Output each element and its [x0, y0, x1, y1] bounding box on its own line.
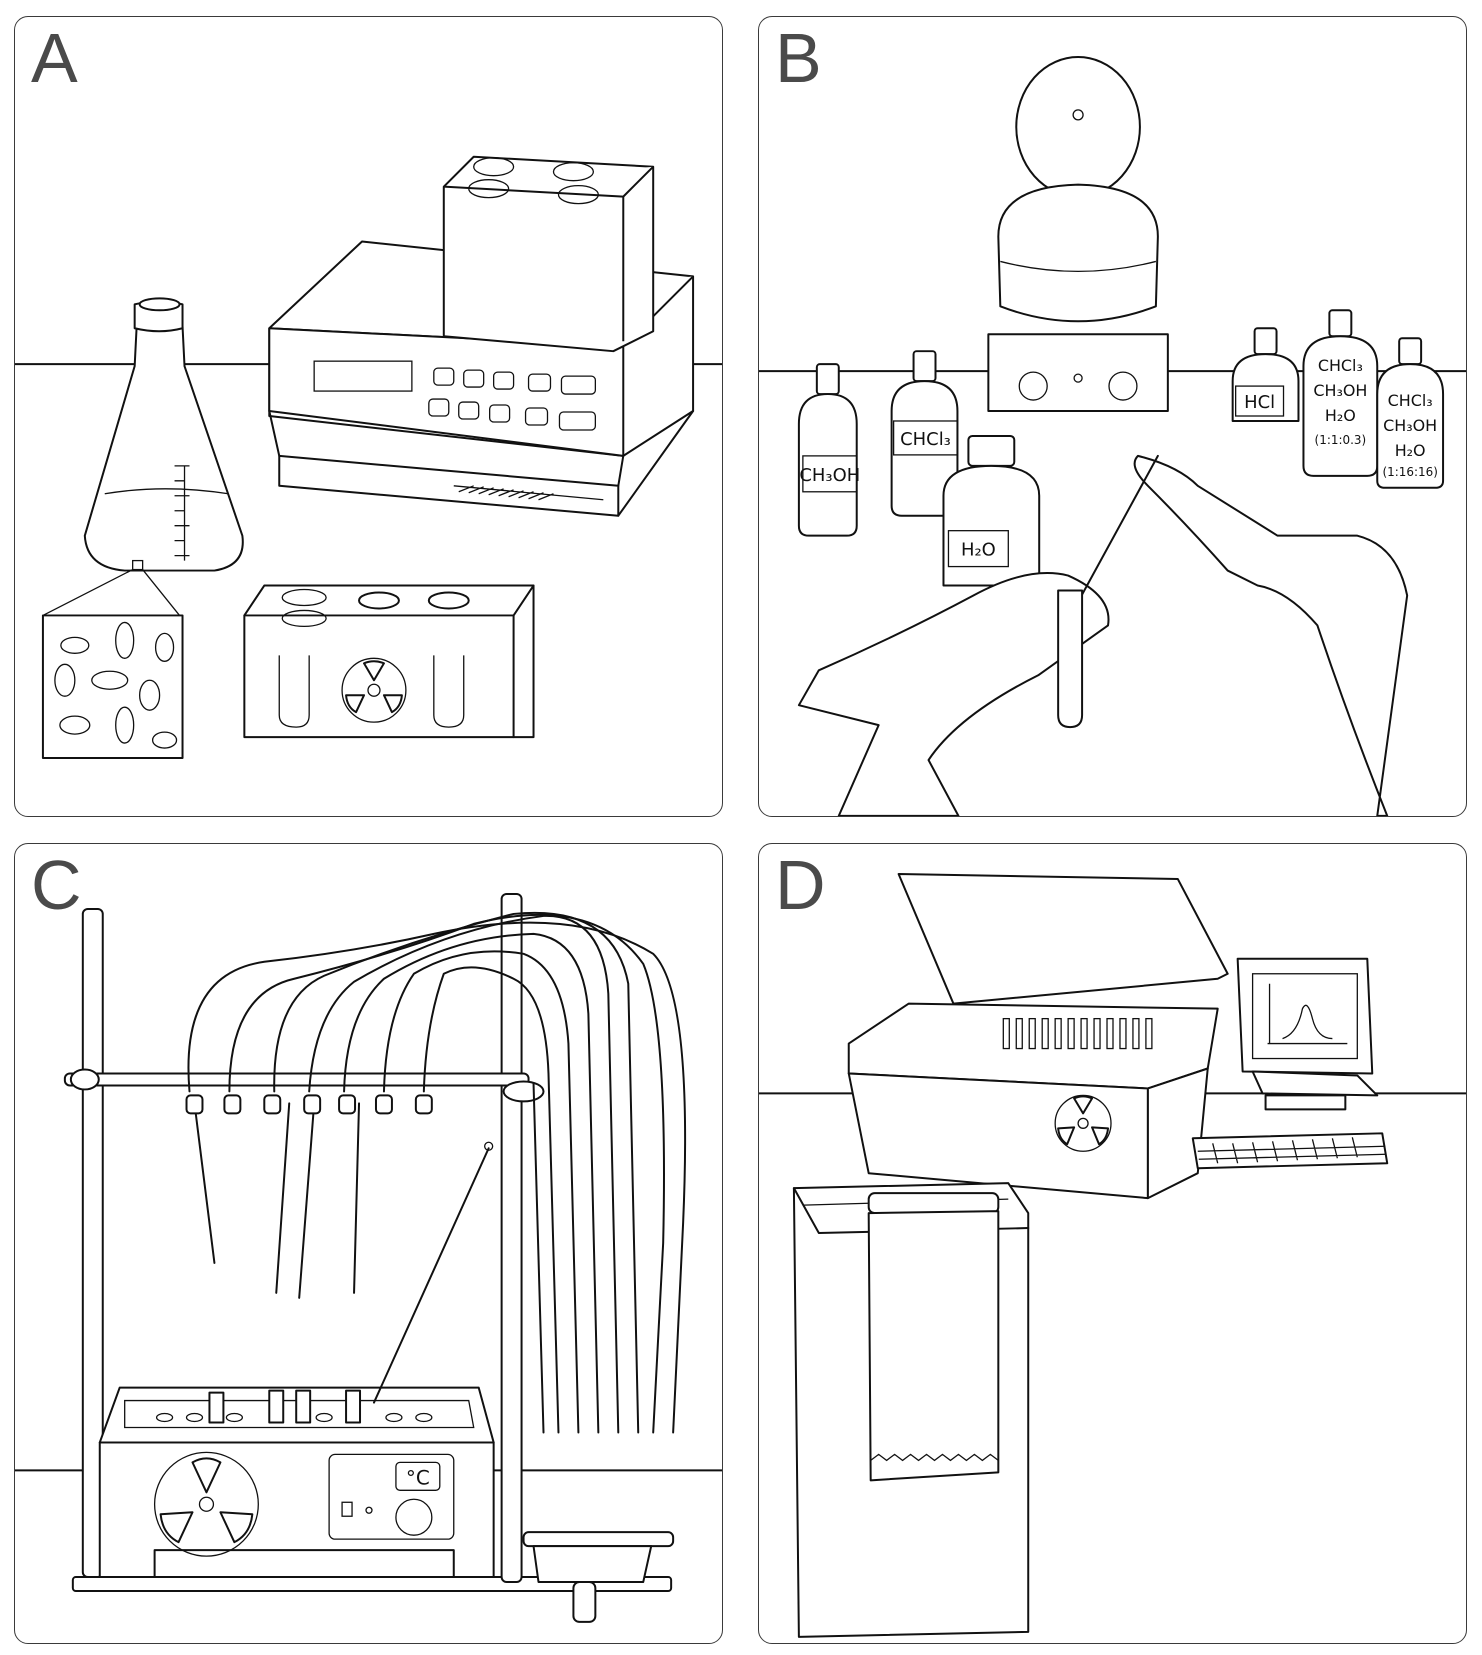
- bottle-methanol: CH₃OH: [797, 363, 860, 537]
- panel-c-illustration: °C: [15, 892, 722, 1623]
- panel-a: A: [14, 16, 723, 817]
- bottle-label-hcl: HCl: [1244, 392, 1275, 413]
- panel-label: A: [31, 19, 78, 97]
- radioactive-tube-rack: [243, 584, 535, 739]
- panel-c: °C C: [14, 843, 723, 1644]
- vent-grille: [453, 485, 604, 501]
- tlc-plate: [867, 1210, 1000, 1482]
- erlenmeyer-flask: [83, 297, 244, 572]
- centrifuge: [987, 56, 1169, 413]
- temperature-knob: [395, 1498, 433, 1536]
- ring-stand: [63, 892, 673, 1593]
- nitrogen-tubing: [187, 911, 687, 1434]
- panel-d: D: [758, 843, 1467, 1644]
- mix-2-ratio: (1:16:16): [1382, 465, 1437, 479]
- heating-evaporator: °C: [98, 1141, 495, 1579]
- pasteur-pipettes: [185, 1094, 433, 1299]
- test-tube: [1057, 589, 1084, 729]
- pipette: [1075, 454, 1159, 607]
- bottle-label-chloroform: CHCl₃: [900, 429, 951, 450]
- panel-label: B: [775, 19, 822, 97]
- bottle-mix-2: CHCl₃ CH₃OH H₂O (1:16:16): [1376, 337, 1445, 489]
- mix-2-line-3: H₂O: [1395, 441, 1426, 460]
- keyboard: [1191, 1132, 1389, 1170]
- bottle-label-methanol: CH₃OH: [799, 465, 860, 486]
- cell-magnification-inset: [41, 568, 184, 760]
- control-panel: [328, 1453, 455, 1540]
- radiation-icon: [159, 1457, 254, 1544]
- temperature-unit-label: °C: [406, 1465, 430, 1489]
- mix-1-ratio: (1:1:0.3): [1315, 433, 1367, 447]
- phosphorimager-cassette-box: [847, 873, 1229, 1200]
- mix-2-line-2: CH₃OH: [1383, 416, 1437, 435]
- bottle-label-water: H₂O: [961, 540, 996, 561]
- box-lid: [897, 873, 1229, 1005]
- display-screen: [313, 360, 413, 392]
- gloved-hands: [797, 454, 1409, 816]
- panel-d-illustration: [759, 873, 1466, 1638]
- radiation-icon: [345, 660, 403, 714]
- panel-b: CH₃OH CHCl₃ H₂O HCl CHCl₃ CH₃OH H₂O (1:1…: [758, 16, 1467, 817]
- tlc-developing-tank: [792, 1182, 1030, 1638]
- panel-a-illustration: [15, 155, 722, 760]
- radiation-icon: [1057, 1095, 1110, 1146]
- mix-1-line-1: CHCl₃: [1318, 356, 1363, 375]
- control-buttons: [428, 367, 597, 431]
- bottle-mix-1: CHCl₃ CH₃OH H₂O (1:1:0.3): [1302, 309, 1379, 477]
- timer-knob: [1108, 371, 1138, 401]
- panel-label: C: [31, 846, 82, 924]
- clamp-bar: [63, 1072, 530, 1087]
- centrifuge-lid: [1015, 56, 1141, 198]
- bottle-water: H₂O: [942, 434, 1041, 587]
- mix-2-line-1: CHCl₃: [1388, 391, 1433, 410]
- panel-b-illustration: CH₃OH CHCl₃ H₂O HCl CHCl₃ CH₃OH H₂O (1:1…: [759, 56, 1466, 816]
- tank-rod: [867, 1192, 1000, 1215]
- bottle-hcl: HCl: [1231, 327, 1300, 422]
- thermometer: [372, 1147, 490, 1404]
- mix-1-line-3: H₂O: [1325, 406, 1356, 425]
- gas-manifold: [522, 1531, 675, 1623]
- panel-label: D: [775, 846, 826, 924]
- speed-knob: [1018, 371, 1048, 401]
- heating-block-device: [268, 155, 695, 517]
- mix-1-line-2: CH₃OH: [1313, 381, 1367, 400]
- computer-monitor: [1236, 957, 1379, 1111]
